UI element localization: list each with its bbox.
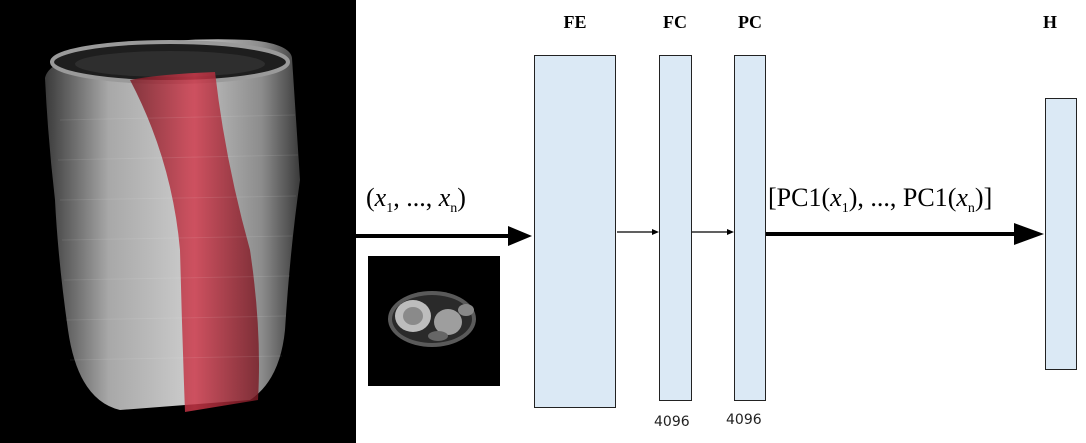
fc-to-pc-arrow xyxy=(692,229,734,235)
mri-slice-image xyxy=(368,256,500,386)
output-sequence-label: [PC1(x1), ..., PC1(xn)] xyxy=(768,183,993,216)
fe-to-fc-arrow xyxy=(617,229,659,235)
output-arrow xyxy=(766,223,1044,245)
h-label: H xyxy=(1042,12,1057,32)
pc-dim-label: 4096 xyxy=(726,412,762,428)
input-arrow xyxy=(356,226,532,246)
input-sequence-label: (x1, ..., xn) xyxy=(366,183,466,216)
fc-label: FC xyxy=(663,12,687,32)
pc-label: PC xyxy=(738,12,762,32)
volume-render-image xyxy=(0,0,356,443)
h-layer-box xyxy=(1045,98,1077,370)
fe-layer-box xyxy=(534,55,616,408)
fc-layer-box xyxy=(659,55,692,401)
fe-label: FE xyxy=(563,12,587,32)
pc-layer-box xyxy=(734,55,766,401)
fc-dim-label: 4096 xyxy=(654,414,690,430)
